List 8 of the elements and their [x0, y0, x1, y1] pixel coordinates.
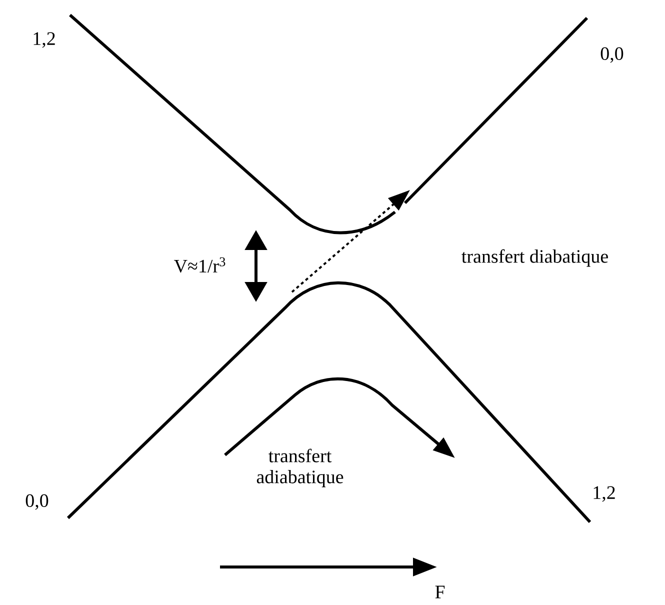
- label: V≈1/r$^{3}$: [174, 257, 226, 273]
- label: transfert adiabatique: [256, 448, 344, 488]
- label: 0,0: [26, 494, 48, 510]
- label: F: [435, 586, 445, 598]
- label: 1,2: [594, 486, 615, 502]
- label: 0,0: [600, 47, 624, 63]
- label: 1,2: [34, 32, 55, 48]
- label: transfert diabatique: [462, 249, 608, 267]
